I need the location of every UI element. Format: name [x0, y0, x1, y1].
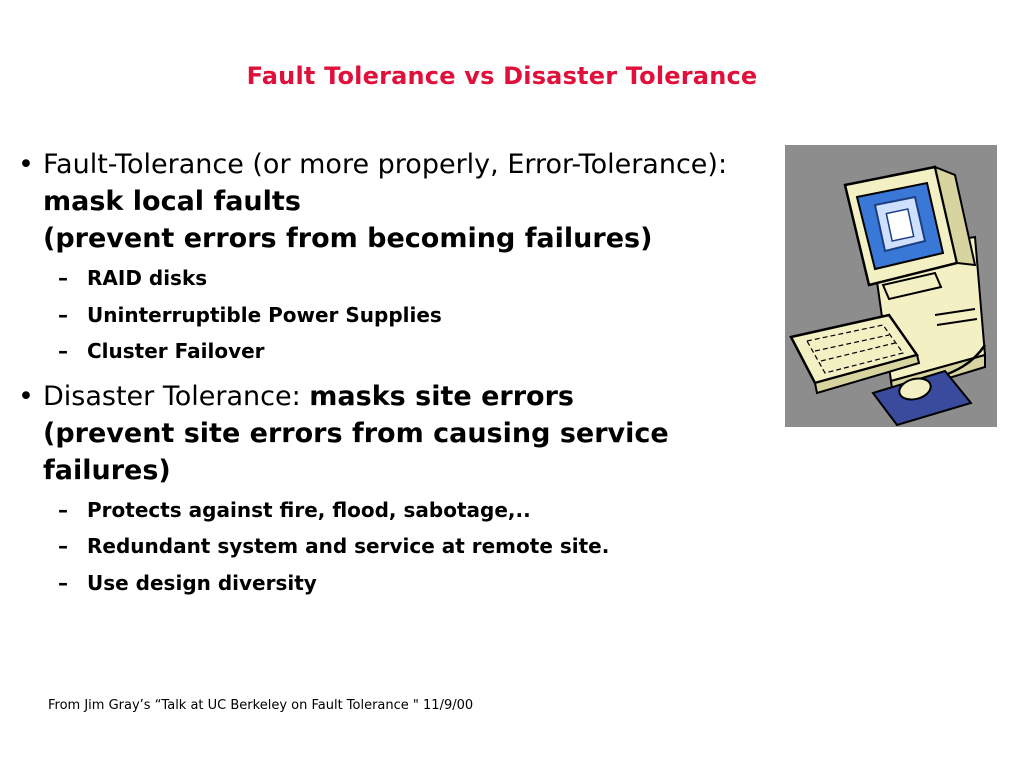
slide-content: • Fault-Tolerance (or more properly, Err…: [18, 146, 778, 609]
bullet-text-plain: Fault-Tolerance (or more properly, Error…: [43, 149, 728, 180]
bullet-disaster-tolerance: • Disaster Tolerance: masks site errors …: [18, 378, 778, 489]
subitem-text: Cluster Failover: [87, 339, 265, 363]
bullet-text-bold-line2: (prevent errors from becoming failures): [43, 223, 653, 254]
monitor-side: [933, 165, 977, 267]
drive-slot: [934, 308, 976, 316]
subitem-marker: –: [58, 266, 68, 290]
bullet-text-bold: masks site errors: [309, 380, 574, 412]
subitem-design-diversity: – Use design diversity: [18, 565, 778, 602]
bullet-marker: •: [18, 149, 34, 180]
subitem-ups: – Uninterruptible Power Supplies: [18, 297, 778, 334]
mouse: [898, 377, 932, 401]
subitem-list-disaster: – Protects against fire, flood, sabotage…: [18, 492, 778, 602]
keyboard-edge: [813, 353, 921, 395]
subitem-marker: –: [58, 339, 68, 363]
slide-footer-citation: From Jim Gray’s “Talk at UC Berkeley on …: [48, 698, 474, 713]
subitem-text: Use design diversity: [87, 570, 317, 595]
bullet-text-bold: mask local faults: [43, 186, 301, 217]
slide-title: Fault Tolerance vs Disaster Tolerance: [246, 62, 758, 90]
subitem-protects: – Protects against fire, flood, sabotage…: [18, 492, 778, 529]
subitem-cluster-failover: – Cluster Failover: [18, 333, 778, 370]
subitem-marker: –: [58, 497, 68, 522]
bullet-text-plain: Disaster Tolerance:: [43, 380, 310, 412]
bullet-text-bold-line2: (prevent site errors from causing servic…: [43, 417, 669, 486]
screen-document: [885, 208, 915, 242]
monitor-stand: [881, 271, 943, 301]
bullet-fault-tolerance: • Fault-Tolerance (or more properly, Err…: [18, 146, 778, 257]
subitem-marker: –: [58, 534, 68, 558]
subitem-text: Uninterruptible Power Supplies: [87, 302, 442, 327]
subitem-marker: –: [58, 570, 68, 595]
subitem-text: Protects against fire, flood, sabotage,.…: [87, 497, 531, 522]
drive-slot: [936, 318, 978, 326]
subitem-list-fault: – RAID disks – Uninterruptible Power Sup…: [18, 260, 778, 370]
subitem-redundant: – Redundant system and service at remote…: [18, 528, 778, 565]
subitem-text: Redundant system and service at remote s…: [87, 534, 610, 558]
subitem-raid: – RAID disks: [18, 260, 778, 297]
keyboard-keys: [814, 334, 896, 362]
keyboard-keys: [806, 324, 904, 374]
subitem-marker: –: [58, 302, 68, 327]
bullet-marker: •: [18, 380, 34, 412]
subitem-text: RAID disks: [87, 266, 208, 290]
desktop-computer-icon: [785, 145, 997, 427]
